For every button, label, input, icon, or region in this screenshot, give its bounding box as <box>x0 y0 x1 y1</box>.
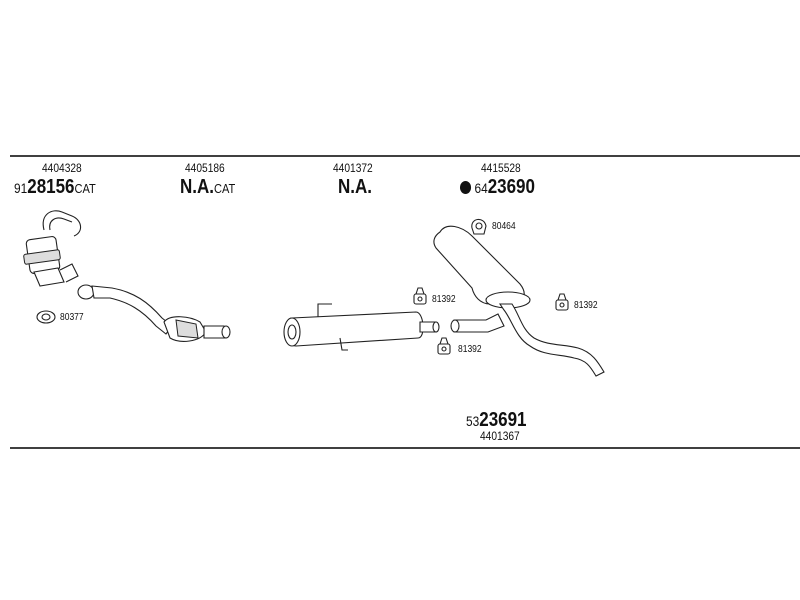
code-main: 23690 <box>487 176 535 198</box>
middle-code: N.A. <box>338 177 372 197</box>
assembly-part-number: 4401367 <box>480 429 520 443</box>
clamp-top <box>471 218 487 235</box>
front-pipe-catalyst <box>77 284 231 342</box>
code-main: 23691 <box>479 409 527 431</box>
code-main: N.A. <box>180 176 214 198</box>
code-main: 28156 <box>27 176 75 198</box>
code-suffix: CAT <box>214 181 236 196</box>
front-catalyst-code: 9128156CAT <box>14 177 96 197</box>
code-main: N.A. <box>338 176 372 198</box>
hanger-a <box>413 287 427 305</box>
label-hanger-b: 81392 <box>574 300 598 311</box>
hanger-b <box>555 293 569 311</box>
code-prefix: 64 <box>474 180 488 196</box>
part-number-front: 4404328 <box>42 161 82 175</box>
code-suffix: CAT <box>74 181 96 196</box>
assembly-code: 5323691 <box>466 410 527 430</box>
part-number-middle: 4401372 <box>333 161 373 175</box>
middle-muffler <box>283 303 440 351</box>
gasket-front <box>36 310 56 324</box>
label-gasket-front: 80377 <box>60 312 84 323</box>
rear-code: 6423690 <box>460 177 535 197</box>
part-number-rear: 4415528 <box>481 161 521 175</box>
label-hanger-a: 81392 <box>432 294 456 305</box>
code-prefix: 91 <box>14 180 28 196</box>
code-prefix: 53 <box>466 413 480 429</box>
part-number-cat2: 4405186 <box>185 161 225 175</box>
cat2-code: N.A.CAT <box>180 177 235 197</box>
hanger-c <box>437 337 451 355</box>
front-catalytic-converter <box>23 210 82 287</box>
label-hanger-c: 81392 <box>458 344 482 355</box>
bullet-icon <box>460 181 472 194</box>
label-clamp-top: 80464 <box>492 221 516 232</box>
